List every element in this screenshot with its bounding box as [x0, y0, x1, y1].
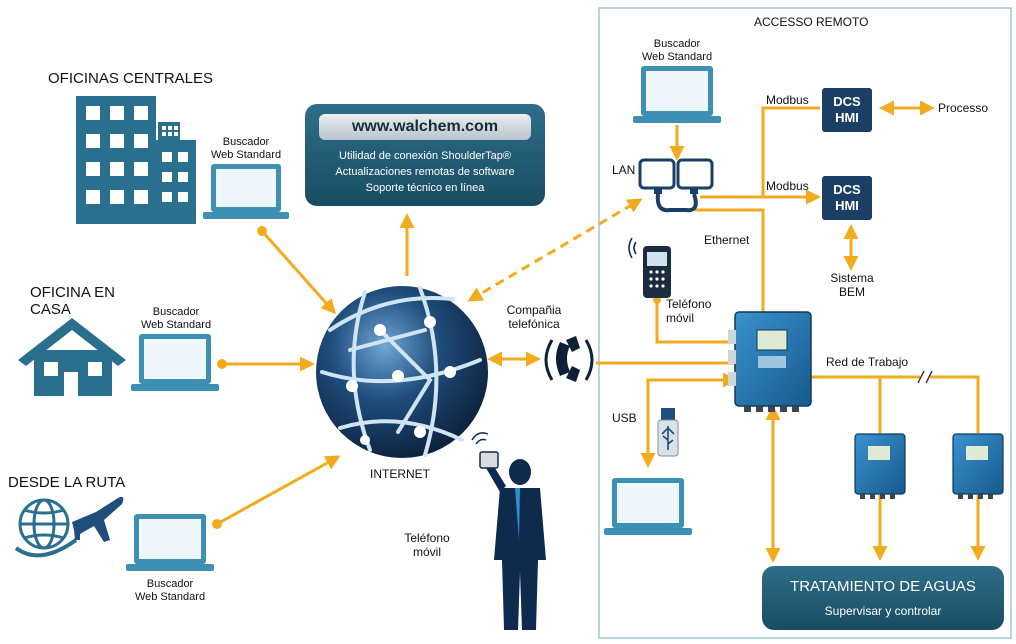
dcs-hmi-box: DCS HMI	[822, 176, 872, 220]
phone-company-line1: Compañia	[506, 303, 562, 317]
browser-label: Buscador Web Standard	[126, 306, 226, 331]
businessman-icon	[471, 432, 546, 630]
laptop-icon	[604, 478, 692, 535]
phone-company-line2: telefónica	[508, 316, 560, 331]
phone-company-label: Compañia telefónica	[494, 303, 574, 332]
dcs-label: DCS	[833, 94, 861, 109]
usb-stick-icon	[657, 408, 679, 457]
laptop-icon	[203, 164, 289, 219]
mobile-label-line1: Teléfono	[404, 531, 450, 545]
home-office-label: OFICINA EN CASA	[30, 284, 116, 319]
dcs-hmi-box: DCS HMI	[822, 88, 872, 132]
remote-access-title: ACCESSO REMOTO	[754, 15, 869, 29]
laptop-icon	[633, 66, 721, 123]
browser-label-line2: Web Standard	[134, 590, 206, 603]
break-mark	[917, 370, 933, 384]
browser-label-line1: Buscador	[653, 38, 701, 50]
modbus-label: Modbus	[766, 179, 809, 193]
building-icon	[76, 96, 196, 224]
browser-label-line1: Buscador	[146, 578, 194, 590]
mobile-label: Teléfono móvil	[666, 297, 712, 326]
browser-label-line2: Web Standard	[210, 148, 282, 161]
web-service-line: Soporte técnico en línea	[365, 182, 485, 194]
mobile-label: Teléfono móvil	[392, 531, 462, 560]
water-treatment-box: TRATAMIENTO DE AGUAS Supervisar y contro…	[762, 566, 1004, 630]
mobile-label-line2: móvil	[666, 310, 695, 325]
process-label: Processo	[938, 101, 989, 115]
hmi-label: HMI	[835, 198, 859, 213]
web-service-box: www.walchem.com Utilidad de conexión Sho…	[305, 104, 545, 206]
globe-plane-icon	[14, 496, 124, 558]
internet-label: INTERNET	[370, 467, 430, 481]
browser-label: Buscador Web Standard	[627, 38, 727, 63]
controller-icon	[952, 433, 1004, 499]
ethernet-label: Ethernet	[704, 233, 750, 247]
lan-label: LAN	[612, 163, 636, 177]
on-the-road-label: DESDE LA RUTA	[8, 474, 126, 491]
browser-label-line2: Web Standard	[140, 318, 212, 331]
web-service-line: Utilidad de conexión ShoulderTap®	[339, 150, 511, 162]
remote-access-panel	[598, 7, 1012, 639]
laptop-icon	[126, 514, 214, 571]
bem-line2: BEM	[838, 284, 865, 299]
browser-label-line2: Web Standard	[641, 50, 713, 63]
browser-label-line1: Buscador	[222, 136, 270, 148]
website-link[interactable]: www.walchem.com	[319, 114, 531, 140]
cell-phone-icon	[628, 237, 671, 298]
usb-label: USB	[612, 411, 637, 425]
hmi-label: HMI	[835, 110, 859, 125]
web-service-lines: Utilidad de conexión ShoulderTap® Actual…	[305, 148, 545, 196]
mobile-label-line2: móvil	[412, 544, 441, 559]
web-service-line: Actualizaciones remotas de software	[335, 166, 515, 178]
dcs-label: DCS	[833, 182, 861, 197]
network-label: Red de Trabajo	[826, 355, 909, 369]
bem-line1: Sistema	[830, 271, 874, 285]
laptop-icon	[131, 334, 219, 391]
browser-label: Buscador Web Standard	[196, 136, 296, 161]
browser-label-line1: Buscador	[152, 306, 200, 318]
phone-handset-icon	[544, 336, 594, 382]
treatment-title: TRATAMIENTO DE AGUAS	[790, 578, 976, 595]
controller-icon	[854, 433, 906, 499]
controller-icon	[728, 311, 812, 412]
bem-label: Sistema BEM	[822, 271, 882, 300]
dashed-link	[467, 198, 643, 302]
mobile-label-line1: Teléfono	[666, 297, 712, 311]
connectors	[216, 100, 986, 563]
modbus-label: Modbus	[766, 93, 809, 107]
lan-switch-icon	[638, 158, 714, 213]
browser-label: Buscador Web Standard	[120, 578, 220, 603]
house-icon	[18, 318, 126, 396]
globe-icon	[316, 286, 488, 458]
treatment-subtitle: Supervisar y controlar	[824, 604, 942, 618]
headquarters-label: OFICINAS CENTRALES	[48, 70, 214, 87]
